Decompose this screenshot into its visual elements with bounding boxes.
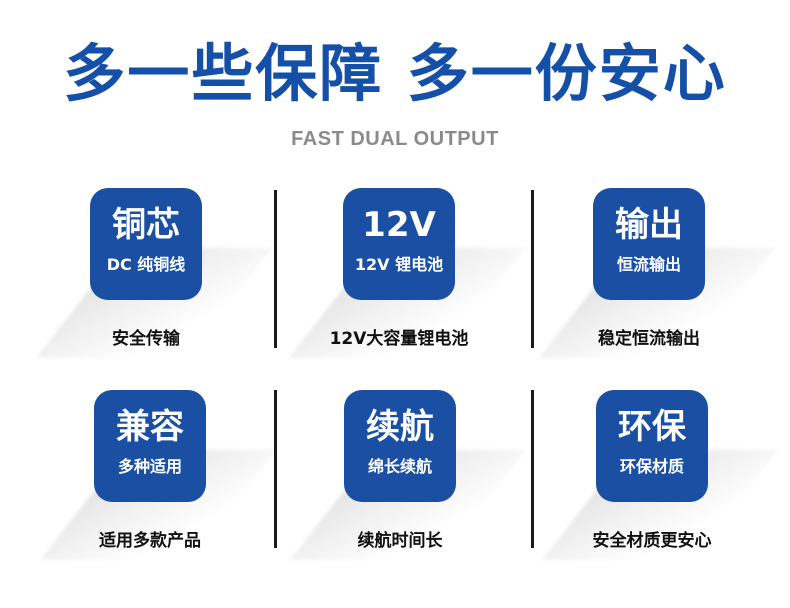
feature-card-compatibility: 兼容 多种适用 适用多款产品 — [34, 390, 277, 560]
badge-subtitle: 环保材质 — [619, 457, 684, 476]
divider — [274, 190, 277, 348]
feature-caption: 12V大容量锂电池 — [329, 329, 469, 349]
feature-badge: 铜芯 DC 纯铜线 — [90, 188, 202, 300]
feature-caption: 安全材质更安心 — [592, 531, 712, 551]
feature-card-endurance: 续航 绵长续航 续航时间长 — [284, 390, 526, 560]
badge-title: 铜芯 — [112, 205, 180, 245]
divider — [531, 390, 534, 548]
feature-badge: 环保 环保材质 — [596, 390, 708, 502]
page-subtitle: FAST DUAL OUTPUT — [291, 128, 499, 150]
feature-card-battery: 12V 12V 锂电池 12V大容量锂电池 — [283, 188, 525, 358]
divider — [274, 390, 277, 548]
badge-subtitle: 绵长续航 — [367, 457, 432, 476]
divider — [531, 190, 534, 348]
badge-title: 续航 — [366, 407, 434, 447]
badge-title: 环保 — [618, 407, 686, 447]
feature-card-copper: 铜芯 DC 纯铜线 安全传输 — [30, 188, 273, 358]
page-title: 多一些保障 多一份安心 — [63, 37, 727, 110]
feature-badge: 12V 12V 锂电池 — [343, 188, 455, 300]
badge-subtitle: 12V 锂电池 — [354, 255, 444, 274]
feature-badge: 续航 绵长续航 — [344, 390, 456, 502]
badge-title: 输出 — [615, 205, 683, 245]
badge-title: 12V — [362, 205, 436, 245]
feature-caption: 安全传输 — [112, 329, 180, 349]
badge-subtitle: DC 纯铜线 — [106, 255, 186, 274]
feature-badge: 输出 恒流输出 — [593, 188, 705, 300]
feature-card-eco: 环保 环保材质 安全材质更安心 — [536, 390, 778, 560]
feature-caption: 稳定恒流输出 — [598, 329, 700, 349]
feature-badge: 兼容 多种适用 — [94, 390, 206, 502]
feature-caption: 适用多款产品 — [99, 531, 201, 551]
badge-subtitle: 多种适用 — [117, 457, 182, 476]
badge-subtitle: 恒流输出 — [616, 255, 681, 274]
feature-caption: 续航时间长 — [357, 531, 443, 551]
badge-title: 兼容 — [116, 407, 184, 447]
feature-card-output: 输出 恒流输出 稳定恒流输出 — [533, 188, 775, 358]
